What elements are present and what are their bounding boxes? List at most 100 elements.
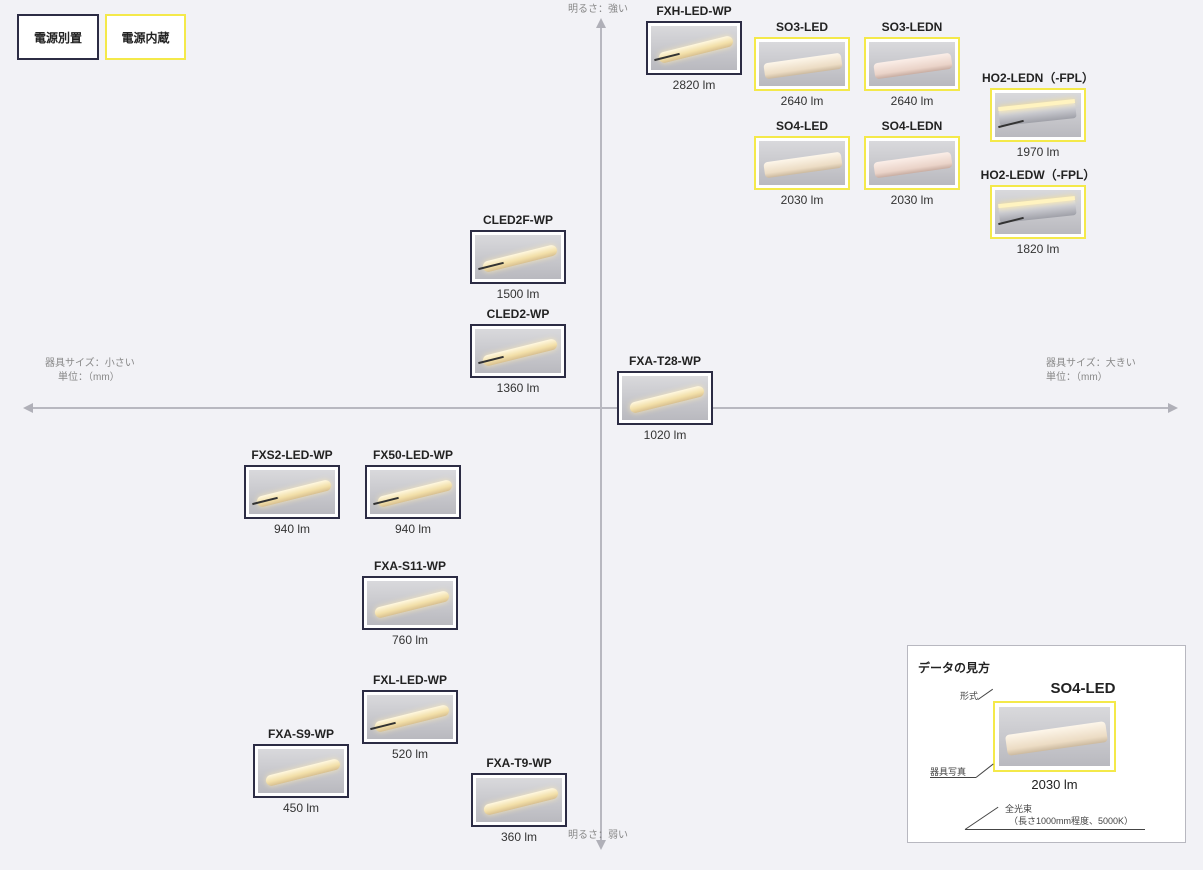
axis-label-right-line1: 器具サイズ：大きい [1046, 358, 1136, 369]
product-photo-frame [362, 690, 458, 744]
product-photo [370, 470, 456, 514]
legend-internal-power-label: 電源内蔵 [121, 30, 170, 45]
guide-sample-lumens: 2030 lm [1031, 777, 1078, 792]
axis-label-left-line1: 器具サイズ：小さい [45, 358, 135, 369]
product-lumens: 450 lm [282, 801, 320, 815]
product-lumens: 2030 lm [890, 193, 934, 207]
product-lumens: 520 lm [391, 747, 429, 761]
guide-pointer-flux-h [965, 829, 1145, 830]
product-photo-frame [471, 773, 567, 827]
product-photo [367, 581, 453, 625]
product-so3-led: SO3-LED 2640 lm [754, 19, 850, 108]
product-lumens: 940 lm [394, 522, 432, 536]
product-photo-frame [864, 136, 960, 190]
product-photo-frame [244, 465, 340, 519]
product-fx50-led-wp: FX50-LED-WP 940 lm [365, 447, 461, 536]
product-lumens: 1500 lm [496, 287, 540, 301]
product-photo [995, 93, 1081, 137]
brightness-axis [600, 26, 602, 842]
legend-external-power: 電源別置 [17, 14, 99, 60]
product-photo-frame [362, 576, 458, 630]
product-photo-frame [470, 230, 566, 284]
arrow-right-icon [1168, 403, 1178, 413]
legend-internal-power: 電源内蔵 [105, 14, 186, 60]
product-fxa-t9-wp: FXA-T9-WP 360 lm [471, 755, 567, 844]
axis-label-left: 器具サイズ：小さい 単位：（mm） [45, 357, 135, 385]
axis-label-bottom: 明るさ：弱い [568, 830, 628, 841]
arrow-left-icon [23, 403, 33, 413]
product-lumens: 2030 lm [780, 193, 824, 207]
product-ho2-ledn-fpl: HO2-LEDN（-FPL）1970 lm [982, 70, 1094, 159]
product-so4-ledn: SO4-LEDN 2030 lm [864, 118, 960, 207]
product-fxs2-led-wp: FXS2-LED-WP 940 lm [244, 447, 340, 536]
product-ho2-ledw-fpl: HO2-LEDW（-FPL）1820 lm [981, 167, 1096, 256]
guide-title: データの見方 [918, 661, 991, 675]
product-photo-frame [990, 185, 1086, 239]
product-fxa-s9-wp: FXA-S9-WP 450 lm [253, 726, 349, 815]
product-lumens: 360 lm [500, 830, 538, 844]
product-fxa-s11-wp: FXA-S11-WP 760 lm [362, 558, 458, 647]
product-name: CLED2F-WP [483, 213, 553, 227]
axis-label-right: 器具サイズ：大きい 単位：（mm） [1046, 357, 1136, 385]
guide-sample-name: SO4-LED [1050, 680, 1116, 697]
product-name: FXA-T28-WP [629, 354, 701, 368]
guide-label-flux: 全光束 [1005, 804, 1033, 814]
product-lumens: 1020 lm [643, 428, 687, 442]
arrow-up-icon [596, 18, 606, 28]
product-lumens: 1820 lm [1016, 242, 1060, 256]
product-lumens: 2640 lm [780, 94, 824, 108]
guide-sample-frame [993, 701, 1116, 772]
axis-label-top: 明るさ：強い [568, 4, 628, 15]
product-photo [869, 42, 955, 86]
product-photo-frame [253, 744, 349, 798]
product-photo [622, 376, 708, 420]
product-photo [869, 141, 955, 185]
product-photo-frame [646, 21, 742, 75]
product-lumens: 1970 lm [1016, 145, 1060, 159]
product-fxh-led-wp: FXH-LED-WP 2820 lm [646, 3, 742, 92]
product-so4-led: SO4-LED 2030 lm [754, 118, 850, 207]
product-photo-frame [990, 88, 1086, 142]
product-name: FXH-LED-WP [656, 4, 732, 18]
guide-pointer-photo-d [975, 763, 994, 778]
product-photo-frame [864, 37, 960, 91]
product-name: SO3-LEDN [881, 20, 943, 34]
product-photo-frame [617, 371, 713, 425]
legend-external-power-label: 電源別置 [33, 30, 82, 45]
axis-label-left-line2: 単位：（mm） [58, 372, 120, 383]
product-photo [995, 190, 1081, 234]
product-name: FX50-LED-WP [372, 448, 453, 462]
product-cled2f-wp: CLED2F-WP 1500 lm [470, 212, 566, 301]
guide-sample-photo [999, 707, 1110, 766]
product-name: FXA-T9-WP [486, 756, 552, 770]
product-fxa-t28-wp: FXA-T28-WP 1020 lm [617, 353, 713, 442]
product-name: CLED2-WP [486, 307, 550, 321]
product-name: FXA-S9-WP [268, 727, 334, 741]
product-photo [759, 141, 845, 185]
guide-label-model: 形式 [960, 691, 979, 701]
product-name: SO4-LEDN [881, 119, 943, 133]
product-photo [476, 778, 562, 822]
product-name: FXS2-LED-WP [251, 448, 333, 462]
product-name: SO3-LED [775, 20, 828, 34]
guide-label-flux-note: （長さ1000mm程度、5000K） [1009, 816, 1134, 826]
product-photo-frame [365, 465, 461, 519]
guide-pointer-flux-d [964, 806, 999, 830]
product-name: FXA-S11-WP [373, 559, 446, 573]
product-photo [475, 235, 561, 279]
product-lumens: 940 lm [273, 522, 311, 536]
data-guide-box: データの見方 SO4-LED 形式 器具写真 2030 lm 全光束 （長さ10… [907, 645, 1186, 843]
product-photo-frame [754, 37, 850, 91]
product-photo [258, 749, 344, 793]
axis-label-right-line2: 単位：（mm） [1046, 372, 1108, 383]
product-photo-frame [470, 324, 566, 378]
product-lumens: 760 lm [391, 633, 429, 647]
guide-pointer-photo-h [930, 777, 976, 778]
product-lumens: 2640 lm [890, 94, 934, 108]
guide-label-photo: 器具写真 [930, 767, 967, 777]
product-lumens: 2820 lm [672, 78, 716, 92]
product-so3-ledn: SO3-LEDN 2640 lm [864, 19, 960, 108]
product-name: SO4-LED [775, 119, 828, 133]
